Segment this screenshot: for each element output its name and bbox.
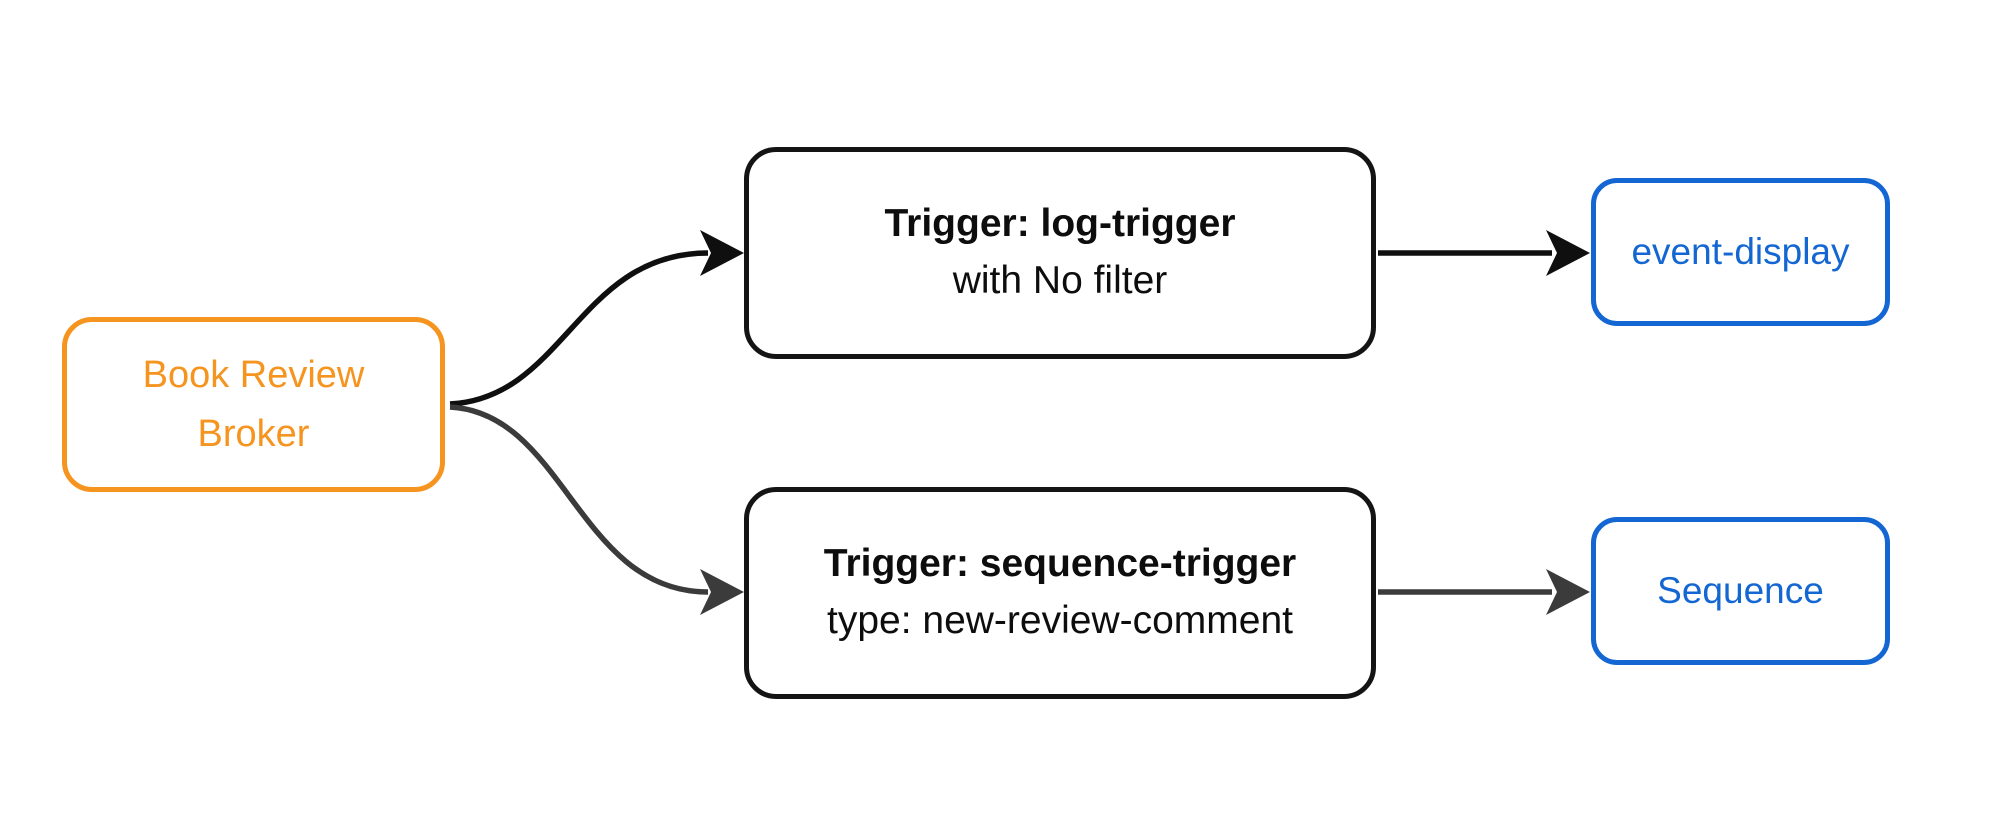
node-sequence: Sequence <box>1591 517 1890 665</box>
edge-broker-to-sequence-trigger <box>449 404 709 595</box>
node-book-review-broker-label-line1: Book Review <box>142 353 365 396</box>
node-event-display-label: event-display <box>1631 231 1850 272</box>
node-sequence-label: Sequence <box>1657 570 1824 611</box>
node-book-review-broker: Book Review Broker <box>62 317 445 492</box>
node-log-trigger-title: Trigger: log-trigger <box>884 202 1236 246</box>
arrowhead-broker-to-log-trigger-icon <box>700 230 744 276</box>
node-sequence-trigger-title: Trigger: sequence-trigger <box>823 542 1297 586</box>
node-event-display: event-display <box>1591 178 1890 326</box>
arrowhead-sequence-trigger-to-sequence-icon <box>1546 569 1590 615</box>
arrowhead-broker-to-sequence-trigger-icon <box>700 569 744 615</box>
arrowhead-log-trigger-to-event-display-icon <box>1546 230 1590 276</box>
node-log-trigger-subtitle: with No filter <box>952 259 1168 302</box>
node-log-trigger: Trigger: log-trigger with No filter <box>744 147 1376 359</box>
node-sequence-trigger-subtitle: type: new-review-comment <box>827 599 1293 642</box>
node-sequence-trigger: Trigger: sequence-trigger type: new-revi… <box>744 487 1376 699</box>
edge-broker-to-log-trigger <box>449 250 709 407</box>
node-book-review-broker-label-line2: Broker <box>197 412 310 455</box>
